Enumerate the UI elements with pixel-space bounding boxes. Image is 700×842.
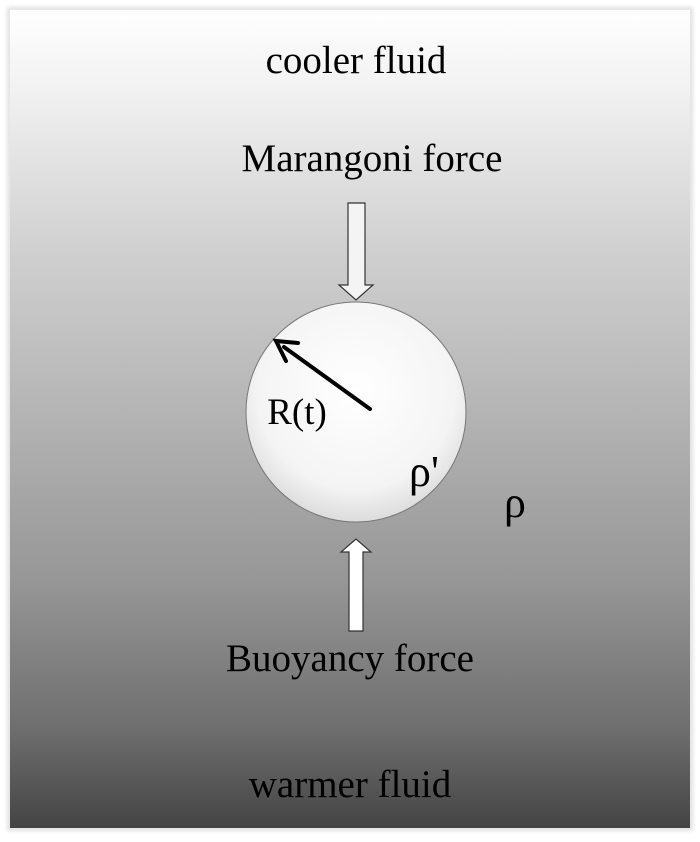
cooler-fluid-label: cooler fluid	[265, 39, 447, 82]
buoyancy-arrow-icon	[339, 538, 373, 632]
outer-density-label: ρ	[504, 478, 526, 527]
inner-density-label: ρ'	[409, 447, 439, 496]
marangoni-force-label: Marangoni force	[241, 137, 503, 180]
marangoni-arrow-icon	[337, 202, 375, 301]
radius-label: R(t)	[267, 392, 327, 433]
warmer-fluid-label: warmer fluid	[248, 763, 452, 806]
radius-arrow-icon	[272, 338, 372, 411]
buoyancy-force-label: Buoyancy force	[226, 637, 474, 680]
